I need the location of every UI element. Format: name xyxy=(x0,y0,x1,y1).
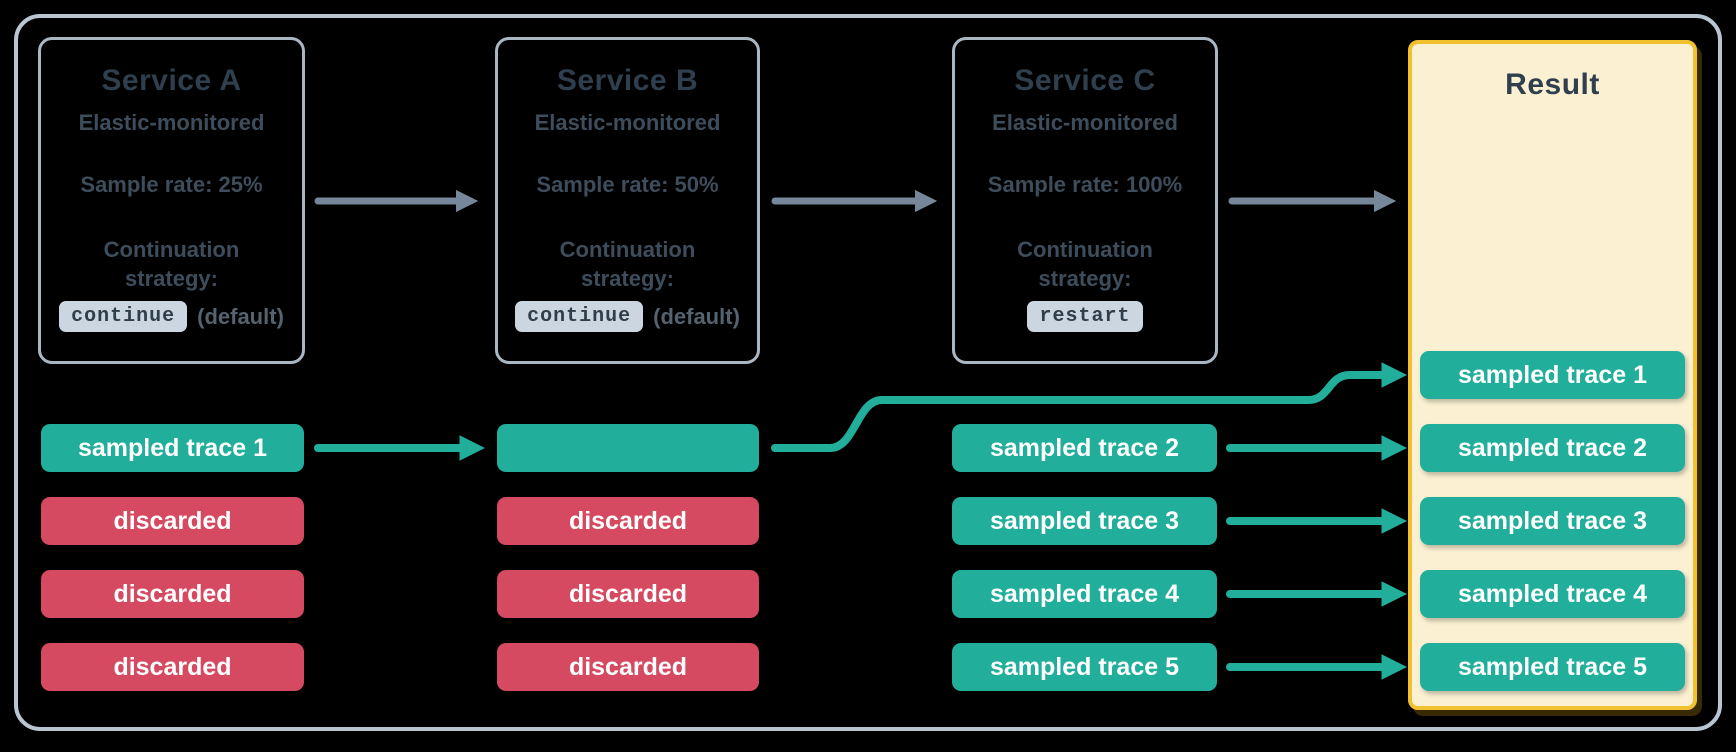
service-c-monitoring: Elastic-monitored xyxy=(992,110,1178,135)
trace-box-sampled-trace-5: sampled trace 5 xyxy=(952,643,1217,691)
result-row-sampled-trace-1: sampled trace 1 xyxy=(1420,351,1685,399)
service-a-strategy-row: continue (default) xyxy=(59,301,284,333)
trace-box-discarded: discarded xyxy=(41,497,304,545)
arrow-trace1-b-to-result-icon xyxy=(771,362,1408,452)
trace-box-discarded: discarded xyxy=(497,643,759,691)
service-a-strategy-chip: continue xyxy=(59,301,188,333)
service-a-title: Service A xyxy=(101,64,242,97)
result-row-sampled-trace-4: sampled trace 4 xyxy=(1420,570,1685,618)
service-c-strategy-label: Continuation strategy: xyxy=(1017,237,1153,291)
service-a-strategy-label: Continuation strategy: xyxy=(103,237,240,291)
service-b-monitoring: Elastic-monitored xyxy=(534,110,721,135)
trace-box-sampled-trace-3: sampled trace 3 xyxy=(952,497,1217,545)
result-rows: sampled trace 1 sampled trace 2 sampled … xyxy=(1420,351,1685,691)
service-a-box: Service A Elastic-monitored Sample rate:… xyxy=(38,37,305,364)
service-c-strategy-row: restart xyxy=(1027,301,1143,333)
service-a-trace-lane: sampled trace 1 discarded discarded disc… xyxy=(41,424,304,691)
service-a-strategy-note: (default) xyxy=(197,303,284,329)
trace-box-sampled-trace-1: sampled trace 1 xyxy=(41,424,304,472)
result-row-sampled-trace-2: sampled trace 2 xyxy=(1420,424,1685,472)
result-title: Result xyxy=(1505,68,1600,101)
trace-box-sampled-unlabeled xyxy=(497,424,759,472)
service-b-sample-rate: Sample rate: 50% xyxy=(536,172,719,197)
service-b-strategy-chip: continue xyxy=(515,301,644,333)
result-panel: Result sampled trace 1 sampled trace 2 s… xyxy=(1408,40,1697,710)
service-c-sample-rate: Sample rate: 100% xyxy=(987,172,1183,197)
service-a-sample-rate: Sample rate: 25% xyxy=(80,172,263,197)
trace-box-discarded: discarded xyxy=(497,570,759,618)
service-b-title: Service B xyxy=(556,64,699,97)
trace-box-discarded: discarded xyxy=(41,570,304,618)
service-b-box: Service B Elastic-monitored Sample rate:… xyxy=(495,37,760,364)
trace-box-discarded: discarded xyxy=(41,643,304,691)
service-c-title: Service C xyxy=(1014,64,1156,97)
service-c-strategy-chip: restart xyxy=(1027,301,1143,333)
trace-box-sampled-trace-4: sampled trace 4 xyxy=(952,570,1217,618)
service-c-trace-lane: sampled trace 2 sampled trace 3 sampled … xyxy=(952,424,1217,691)
service-b-strategy-label: Continuation strategy: xyxy=(559,237,696,291)
trace-box-discarded: discarded xyxy=(497,497,759,545)
service-b-strategy-row: continue (default) xyxy=(515,301,740,333)
service-b-trace-lane: discarded discarded discarded xyxy=(497,424,759,691)
result-row-sampled-trace-3: sampled trace 3 xyxy=(1420,497,1685,545)
service-b-strategy-note: (default) xyxy=(653,303,740,329)
trace-box-sampled-trace-2: sampled trace 2 xyxy=(952,424,1217,472)
diagram-outer-frame xyxy=(14,14,1722,731)
service-c-box: Service C Elastic-monitored Sample rate:… xyxy=(952,37,1218,364)
result-row-sampled-trace-5: sampled trace 5 xyxy=(1420,643,1685,691)
service-a-monitoring: Elastic-monitored xyxy=(78,110,265,135)
